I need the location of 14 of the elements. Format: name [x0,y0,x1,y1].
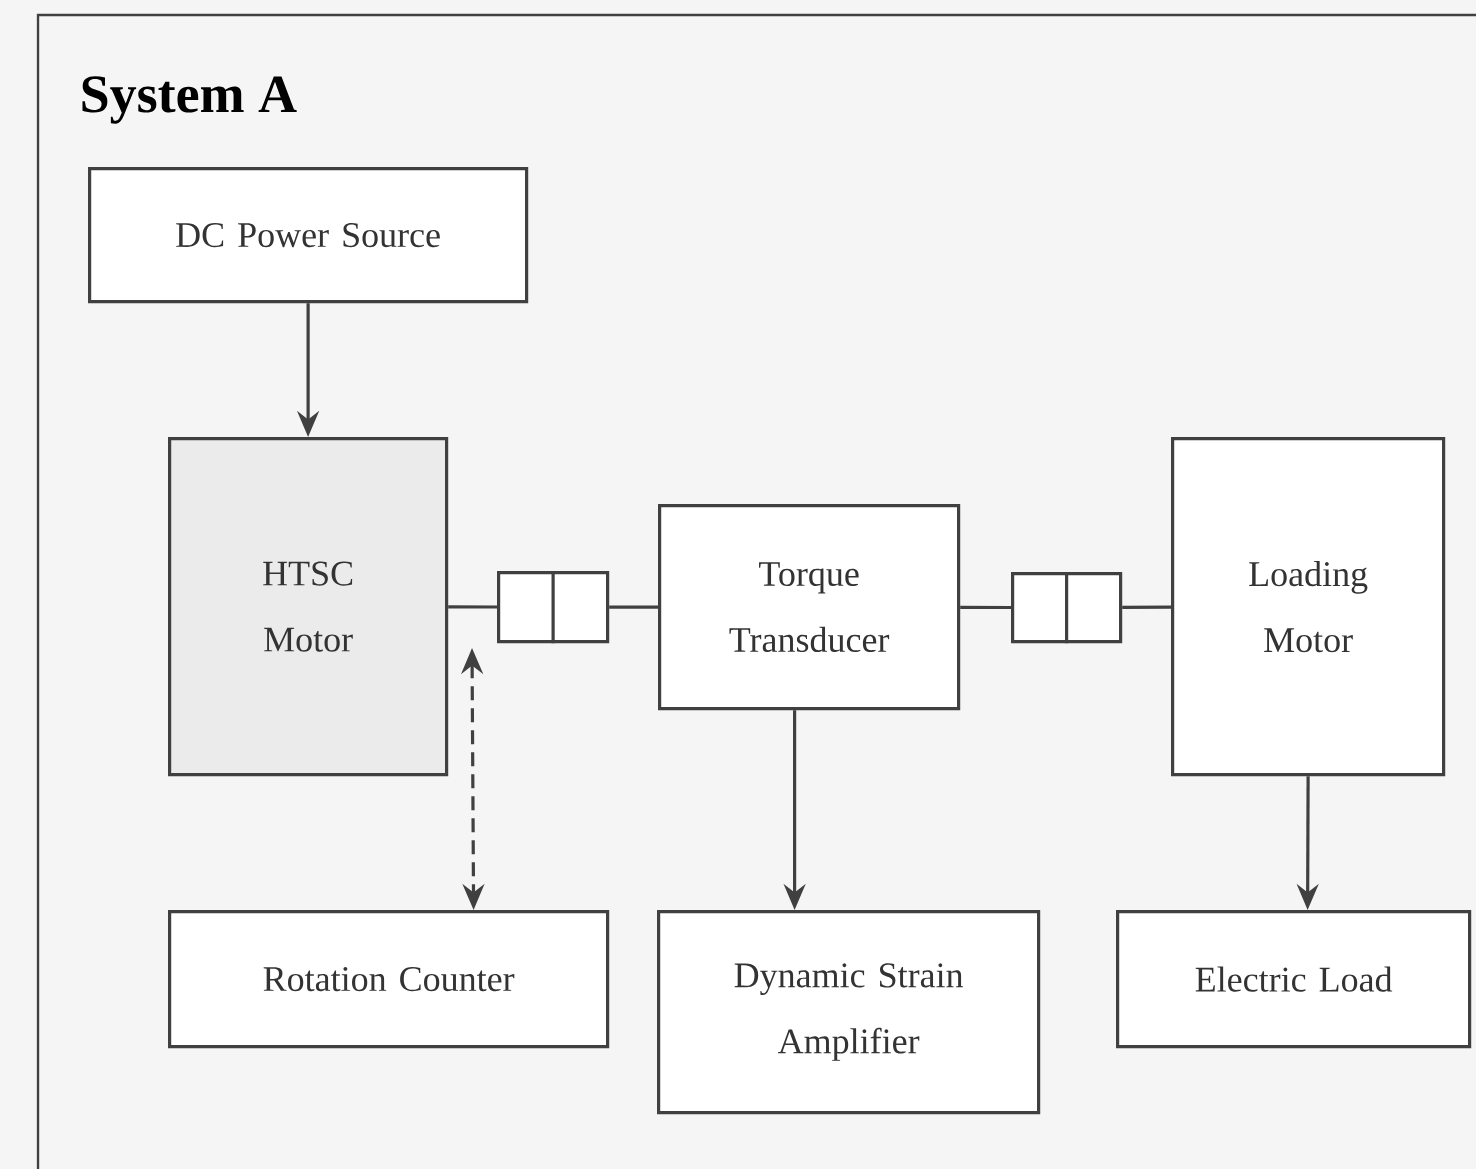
motor-box: HTSC Motor [168,437,449,777]
process-box: DC Power Source [88,167,529,304]
shaft-line [1122,605,1172,609]
coupling-box [497,571,610,644]
process-box: Electric Load [1116,910,1472,1049]
process-box: Torque Transducer [658,504,961,711]
shaft-line [448,605,497,609]
process-box: Dynamic Strain Amplifier [657,910,1041,1115]
shaft-line [960,605,1011,610]
coupling-box [1011,572,1123,644]
process-box: Rotation Counter [168,910,610,1049]
shaft-line [609,605,658,609]
motor-box: Loading Motor [1171,437,1446,777]
title: System A [82,76,297,124]
